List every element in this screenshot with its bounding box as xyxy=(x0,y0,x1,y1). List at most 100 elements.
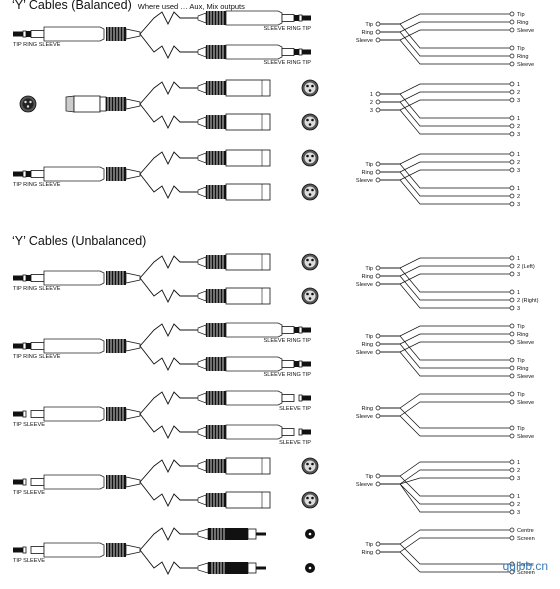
xlr-male-face-icon xyxy=(301,79,319,97)
wiring-right-terminal xyxy=(509,509,515,515)
wiring-right-terminal xyxy=(509,185,515,191)
output-grip xyxy=(197,323,226,337)
wiring-right-terminal xyxy=(509,263,515,269)
wire xyxy=(380,551,510,573)
xlr-male-face-icon xyxy=(301,253,319,271)
wiring-left-label: Sleeve xyxy=(356,482,373,488)
output-grip xyxy=(197,81,226,95)
output-ring-band xyxy=(298,394,303,402)
plug-body xyxy=(43,542,105,558)
upper-cable xyxy=(139,11,198,35)
wiring-left-terminal xyxy=(375,405,381,411)
wiring-right-terminal xyxy=(509,81,515,87)
output-ring-band xyxy=(298,48,303,56)
output-plug-body xyxy=(225,10,283,26)
wiring-right-terminal xyxy=(509,493,515,499)
plug-grip xyxy=(106,27,126,41)
wire xyxy=(380,461,510,477)
plug-grip xyxy=(106,167,126,181)
wiring-right-label: 3 xyxy=(517,202,520,208)
output-ring xyxy=(294,15,299,21)
wire xyxy=(380,83,510,95)
source-connector-label: TIP SLEEVE xyxy=(13,422,45,428)
xlr-male-body xyxy=(225,457,271,475)
wiring-right-label: Ring xyxy=(517,20,529,26)
wiring-right-terminal xyxy=(509,131,515,137)
wiring-left-terminal xyxy=(375,273,381,279)
output-grip xyxy=(197,151,226,165)
wire xyxy=(380,543,510,565)
wiring-left-terminal xyxy=(375,177,381,183)
wire xyxy=(380,325,510,337)
strain-relief xyxy=(125,340,141,352)
wiring-left-label: Tip xyxy=(365,334,373,340)
output-grip xyxy=(197,255,226,269)
wiring-right-terminal xyxy=(509,271,515,277)
wiring-right-terminal xyxy=(509,357,515,363)
wire xyxy=(380,161,510,173)
output-plug-body xyxy=(225,44,283,60)
wiring-left-label: 3 xyxy=(370,108,373,114)
jack-ring-band xyxy=(22,478,27,486)
output-grip xyxy=(197,115,226,129)
lower-cable xyxy=(139,549,198,576)
wiring-right-label: Tip xyxy=(517,426,525,432)
wiring-left-terminal xyxy=(375,37,381,43)
wiring-right-label: 2 xyxy=(517,502,520,508)
wiring-left-label: Tip xyxy=(365,22,373,28)
wiring-right-terminal xyxy=(509,535,515,541)
jack-sleeve xyxy=(30,546,45,554)
wire xyxy=(380,415,510,437)
wiring-left-terminal xyxy=(375,265,381,271)
upper-cable xyxy=(139,459,198,483)
wiring-right-terminal xyxy=(509,425,515,431)
wiring-right-terminal xyxy=(509,331,515,337)
wire xyxy=(380,483,510,505)
jack-tip xyxy=(13,275,23,281)
wire xyxy=(380,483,510,513)
wiring-left-label: Tip xyxy=(365,474,373,480)
wiring-right-label: 2 xyxy=(517,194,520,200)
wiring-right-label: Tip xyxy=(517,392,525,398)
plug-body xyxy=(43,474,105,490)
wire xyxy=(380,99,510,111)
wire xyxy=(380,93,510,119)
source-connector-label: TIP SLEEVE xyxy=(13,558,45,564)
wiring-right-terminal xyxy=(509,399,515,405)
wire xyxy=(380,101,510,127)
wiring-right-label: 2 xyxy=(517,124,520,130)
wiring-right-label: Ring xyxy=(517,366,529,372)
wiring-left-terminal xyxy=(375,21,381,27)
strain-relief xyxy=(125,272,141,284)
xlr-male-body xyxy=(225,491,271,509)
wiring-right-label: Ring xyxy=(517,332,529,338)
output-grip xyxy=(197,289,226,303)
wiring-left-label: Ring xyxy=(361,342,373,348)
wiring-right-label: 1 xyxy=(517,494,520,500)
lower-cable xyxy=(139,103,198,130)
wiring-left-label: 2 xyxy=(370,100,373,106)
jack-sleeve xyxy=(30,342,45,350)
wire xyxy=(380,267,510,293)
watermark: qqibb.cn xyxy=(502,559,548,573)
wiring-right-label: Sleeve xyxy=(517,400,534,406)
strain-relief xyxy=(125,544,141,556)
wire xyxy=(380,257,510,269)
output-grip xyxy=(197,459,226,473)
jack-ring xyxy=(26,275,31,281)
strain-relief xyxy=(125,28,141,40)
xlr-male-face-icon xyxy=(301,113,319,131)
xlr-male-face-icon xyxy=(301,491,319,509)
output-ring-band xyxy=(298,428,303,436)
jack-sleeve xyxy=(30,478,45,486)
jack-ring-band xyxy=(22,30,27,38)
wire xyxy=(380,153,510,165)
wire xyxy=(380,273,510,285)
wiring-right-label: 2 (Left) xyxy=(517,264,535,270)
wire xyxy=(380,21,510,33)
xlr-latch xyxy=(65,95,75,113)
jack-ring-band xyxy=(22,546,27,554)
plug-body xyxy=(43,338,105,354)
